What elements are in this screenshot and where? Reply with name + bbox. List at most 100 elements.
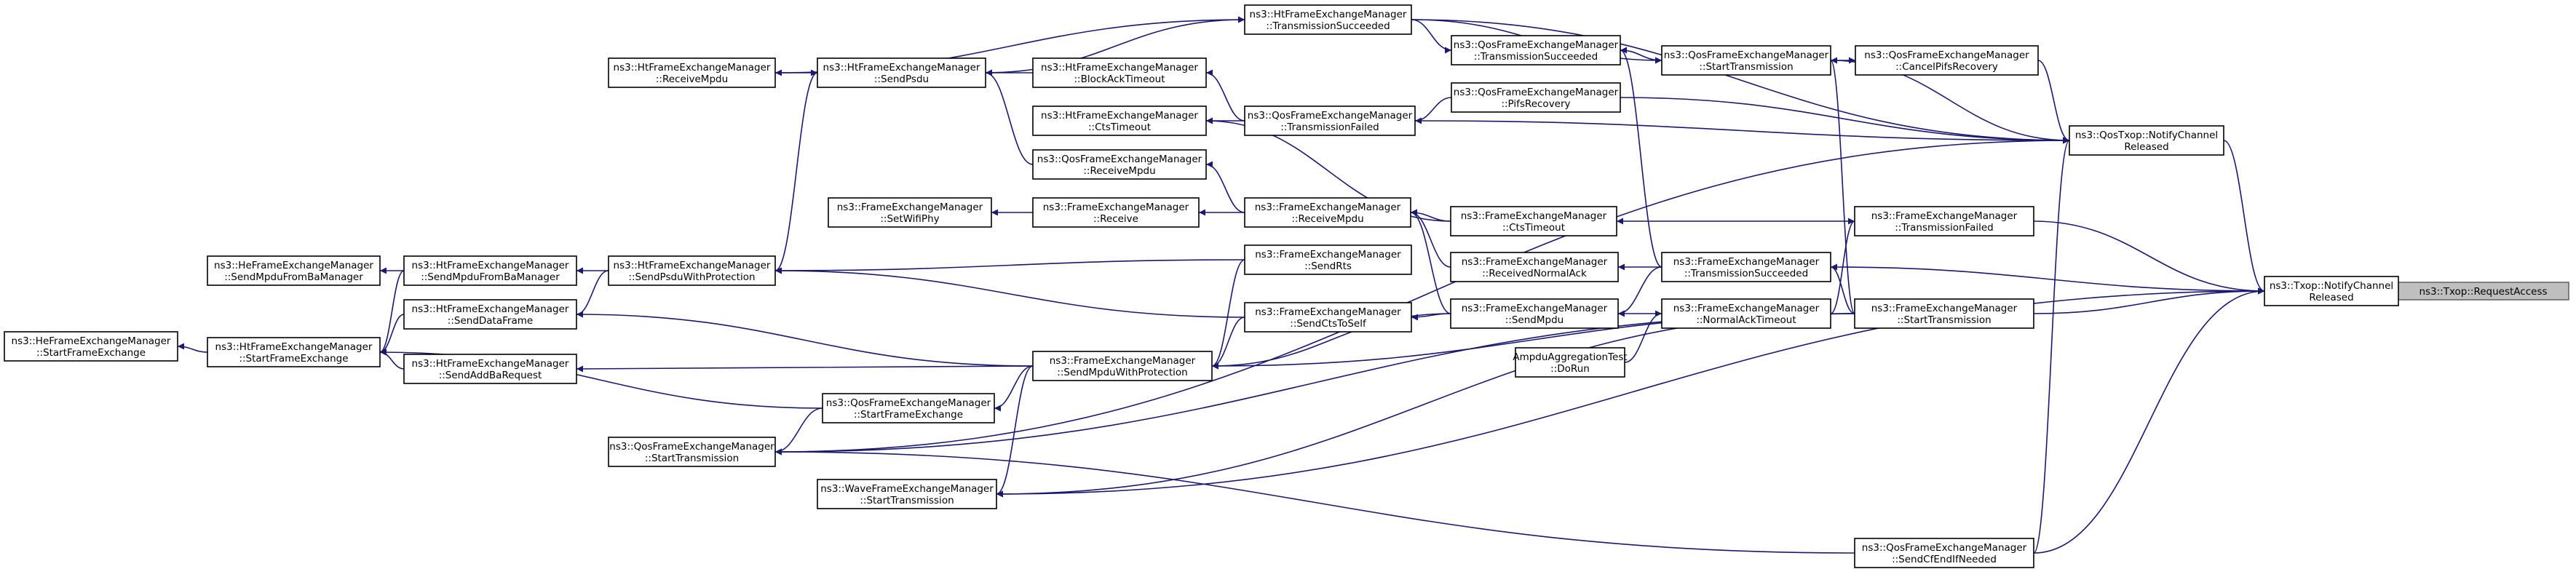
- node-label: ns3::FrameExchangeManager: [837, 202, 983, 213]
- node-box: [1032, 149, 1207, 180]
- node-fem_txsucc[interactable]: ns3::FrameExchangeManager::TransmissionS…: [1661, 252, 1831, 282]
- node-fem_recvmpdu[interactable]: ns3::FrameExchangeManager::ReceiveMpdu: [1244, 197, 1411, 228]
- node-label: ns3::FrameExchangeManager: [1050, 355, 1196, 367]
- node-box: [1244, 4, 1412, 35]
- node-ampdu_dorun[interactable]: AmpduAggregationTest::DoRun: [1513, 347, 1628, 378]
- node-label: ns3::FrameExchangeManager: [1673, 303, 1820, 314]
- node-label: ::SendAddBaRequest: [439, 370, 542, 381]
- node-htfem_sendmpdufba[interactable]: ns3::HtFrameExchangeManager::SendMpduFro…: [403, 255, 577, 286]
- node-qfem_recvmpdu[interactable]: ns3::QosFrameExchangeManager::ReceiveMpd…: [1032, 149, 1207, 180]
- node-htfem_cts[interactable]: ns3::HtFrameExchangeManager::CtsTimeout: [1032, 106, 1207, 136]
- node-label: ::CtsTimeout: [1088, 122, 1151, 133]
- node-htfem_sendaddba[interactable]: ns3::HtFrameExchangeManager::SendAddBaRe…: [403, 354, 577, 384]
- node-label: ns3::QosFrameExchangeManager: [1248, 110, 1413, 122]
- node-label: ns3::QosTxop::NotifyChannel: [2075, 130, 2218, 141]
- node-label: ::ReceiveMpdu: [1291, 213, 1363, 225]
- node-fem_setwifiphy[interactable]: ns3::FrameExchangeManager::SetWifiPhy: [828, 197, 992, 228]
- edge-qfem_txfail-to-htfem_bat: [1205, 69, 1245, 122]
- node-qfem_txfail[interactable]: ns3::QosFrameExchangeManager::Transmissi…: [1244, 106, 1416, 136]
- node-label: ::SendMpduFromBaManager: [224, 271, 363, 283]
- node-label: ns3::Txop::NotifyChannel: [2270, 280, 2393, 292]
- node-box: [1854, 538, 2034, 568]
- node-wave_starttx[interactable]: ns3::WaveFrameExchangeManager::StartTran…: [817, 479, 997, 509]
- node-qfem_sendcf[interactable]: ns3::QosFrameExchangeManager::SendCfEndI…: [1854, 538, 2034, 568]
- node-box: [608, 255, 776, 286]
- node-fem_receive[interactable]: ns3::FrameExchangeManager::Receive: [1032, 197, 1200, 228]
- node-htfem_recvmpdu[interactable]: ns3::HtFrameExchangeManager::ReceiveMpdu: [608, 57, 776, 88]
- edge-qfem_txfail-to-qos_ncr: [1414, 120, 2070, 144]
- edge-fem_sendmpduwp-to-qfem_startfe: [994, 365, 1034, 412]
- edge-fem_starttx-to-fem_txsucc: [1830, 263, 1855, 314]
- edge-htfem_sendaddba-to-htfem_startfe: [379, 349, 405, 370]
- node-htfem_senddata[interactable]: ns3::HtFrameExchangeManager::SendDataFra…: [403, 299, 577, 330]
- node-label: ::StartTransmission: [1897, 314, 1991, 326]
- node-qfem_startfe[interactable]: ns3::QosFrameExchangeManager::StartFrame…: [822, 393, 995, 423]
- node-label: ns3::FrameExchangeManager: [1462, 303, 1608, 314]
- node-label: Released: [2124, 141, 2168, 153]
- node-box: [1661, 252, 1831, 282]
- node-label: ns3::HtFrameExchangeManager: [614, 62, 771, 73]
- node-htfem_txsucc[interactable]: ns3::HtFrameExchangeManager::Transmissio…: [1244, 4, 1412, 35]
- node-box: [403, 299, 577, 330]
- node-box: [2069, 125, 2224, 156]
- node-htfem_bat[interactable]: ns3::HtFrameExchangeManager::BlockAckTim…: [1032, 57, 1207, 88]
- node-box: [1855, 45, 2039, 76]
- node-fem_normalack[interactable]: ns3::FrameExchangeManager::NormalAckTime…: [1661, 298, 1831, 329]
- node-box: [1244, 302, 1412, 333]
- node-label: ::ReceiveMpdu: [1083, 165, 1155, 177]
- node-qfem_pifs[interactable]: ns3::QosFrameExchangeManager::PifsRecove…: [1451, 82, 1621, 113]
- edge-htfem_sendpsduwp-to-htfem_senddata: [576, 270, 609, 318]
- node-box: [403, 255, 577, 286]
- node-label: ns3::HtFrameExchangeManager: [823, 62, 980, 73]
- edge-fem_sendmpduwp-to-htfem_senddata: [576, 311, 1034, 367]
- node-htfem_startfe[interactable]: ns3::HtFrameExchangeManager::StartFrameE…: [207, 337, 381, 367]
- node-label: ns3::HeFrameExchangeManager: [214, 260, 373, 271]
- node-qfem_starttx_top[interactable]: ns3::QosFrameExchangeManager::StartTrans…: [1661, 45, 1831, 76]
- node-req_access[interactable]: ns3::Txop::RequestAccess: [2397, 282, 2569, 301]
- edge-qos_ncr-to-txop_ncr: [2223, 140, 2265, 295]
- edge-qfem_pifs-to-qos_ncr: [1620, 97, 2070, 144]
- node-box: [1450, 252, 1619, 282]
- edge-htfem_startfe-to-hefem_startfe: [177, 343, 208, 353]
- node-box: [1854, 206, 2034, 236]
- node-label: ::CancelPifsRecovery: [1895, 61, 1998, 73]
- node-fem_sendmpdu[interactable]: ns3::FrameExchangeManager::SendMpdu: [1450, 298, 1619, 329]
- node-label: ::DoRun: [1550, 363, 1590, 375]
- node-label: ns3::FrameExchangeManager: [1255, 249, 1401, 260]
- node-fem_recvnormalack[interactable]: ns3::FrameExchangeManager::ReceivedNorma…: [1450, 252, 1619, 282]
- node-hefem_sendmpdufba[interactable]: ns3::HeFrameExchangeManager::SendMpduFro…: [207, 255, 381, 286]
- node-htfem_sendpsdu[interactable]: ns3::HtFrameExchangeManager::SendPsdu: [817, 57, 986, 88]
- node-qfem_cancel[interactable]: ns3::QosFrameExchangeManager::CancelPifs…: [1855, 45, 2039, 76]
- node-box: [817, 479, 997, 509]
- node-box: [2264, 276, 2399, 306]
- node-label: ns3::HtFrameExchangeManager: [215, 341, 373, 353]
- node-label: ::TransmissionFailed: [1895, 222, 1993, 234]
- node-label: ns3::QosFrameExchangeManager: [1037, 154, 1202, 165]
- node-htfem_sendpsduwp[interactable]: ns3::HtFrameExchangeManager::SendPsduWit…: [608, 255, 776, 286]
- node-box: [1450, 206, 1617, 236]
- node-label: ::SendCfEndIfNeeded: [1892, 554, 1997, 565]
- node-fem_txfail[interactable]: ns3::FrameExchangeManager::TransmissionF…: [1854, 206, 2034, 236]
- node-hefem_startfe[interactable]: ns3::HeFrameExchangeManager::StartFrameE…: [4, 331, 178, 362]
- node-label: ::SendPsduWithProtection: [628, 271, 755, 283]
- node-box: [1032, 57, 1207, 88]
- node-fem_sendcts[interactable]: ns3::FrameExchangeManager::SendCtsToSelf: [1244, 302, 1412, 333]
- node-fem_cts[interactable]: ns3::FrameExchangeManager::CtsTimeout: [1450, 206, 1617, 236]
- edge-htfem_txsucc-to-qos_ncr: [1411, 19, 2070, 144]
- node-label: ::SendMpduWithProtection: [1057, 367, 1187, 378]
- node-qfem_starttx_bottom[interactable]: ns3::QosFrameExchangeManager::StartTrans…: [608, 437, 776, 467]
- node-label: ns3::HtFrameExchangeManager: [1250, 9, 1407, 20]
- node-qfem_txsucc_top[interactable]: ns3::QosFrameExchangeManager::Transmissi…: [1451, 35, 1621, 65]
- node-fem_sendmpduwp[interactable]: ns3::FrameExchangeManager::SendMpduWithP…: [1032, 351, 1213, 381]
- edge-qfem_sendcf-to-txop_ncr: [2033, 287, 2265, 554]
- node-fem_sendrts[interactable]: ns3::FrameExchangeManager::SendRts: [1244, 244, 1412, 275]
- edges-layer: [177, 16, 2404, 554]
- node-label: ::BlockAckTimeout: [1074, 73, 1165, 85]
- node-box: [1854, 298, 2034, 329]
- node-fem_starttx[interactable]: ns3::FrameExchangeManager::StartTransmis…: [1854, 298, 2034, 329]
- node-box: [817, 57, 986, 88]
- edge-fem_recvmpdu-to-qfem_recvmpdu: [1205, 161, 1245, 213]
